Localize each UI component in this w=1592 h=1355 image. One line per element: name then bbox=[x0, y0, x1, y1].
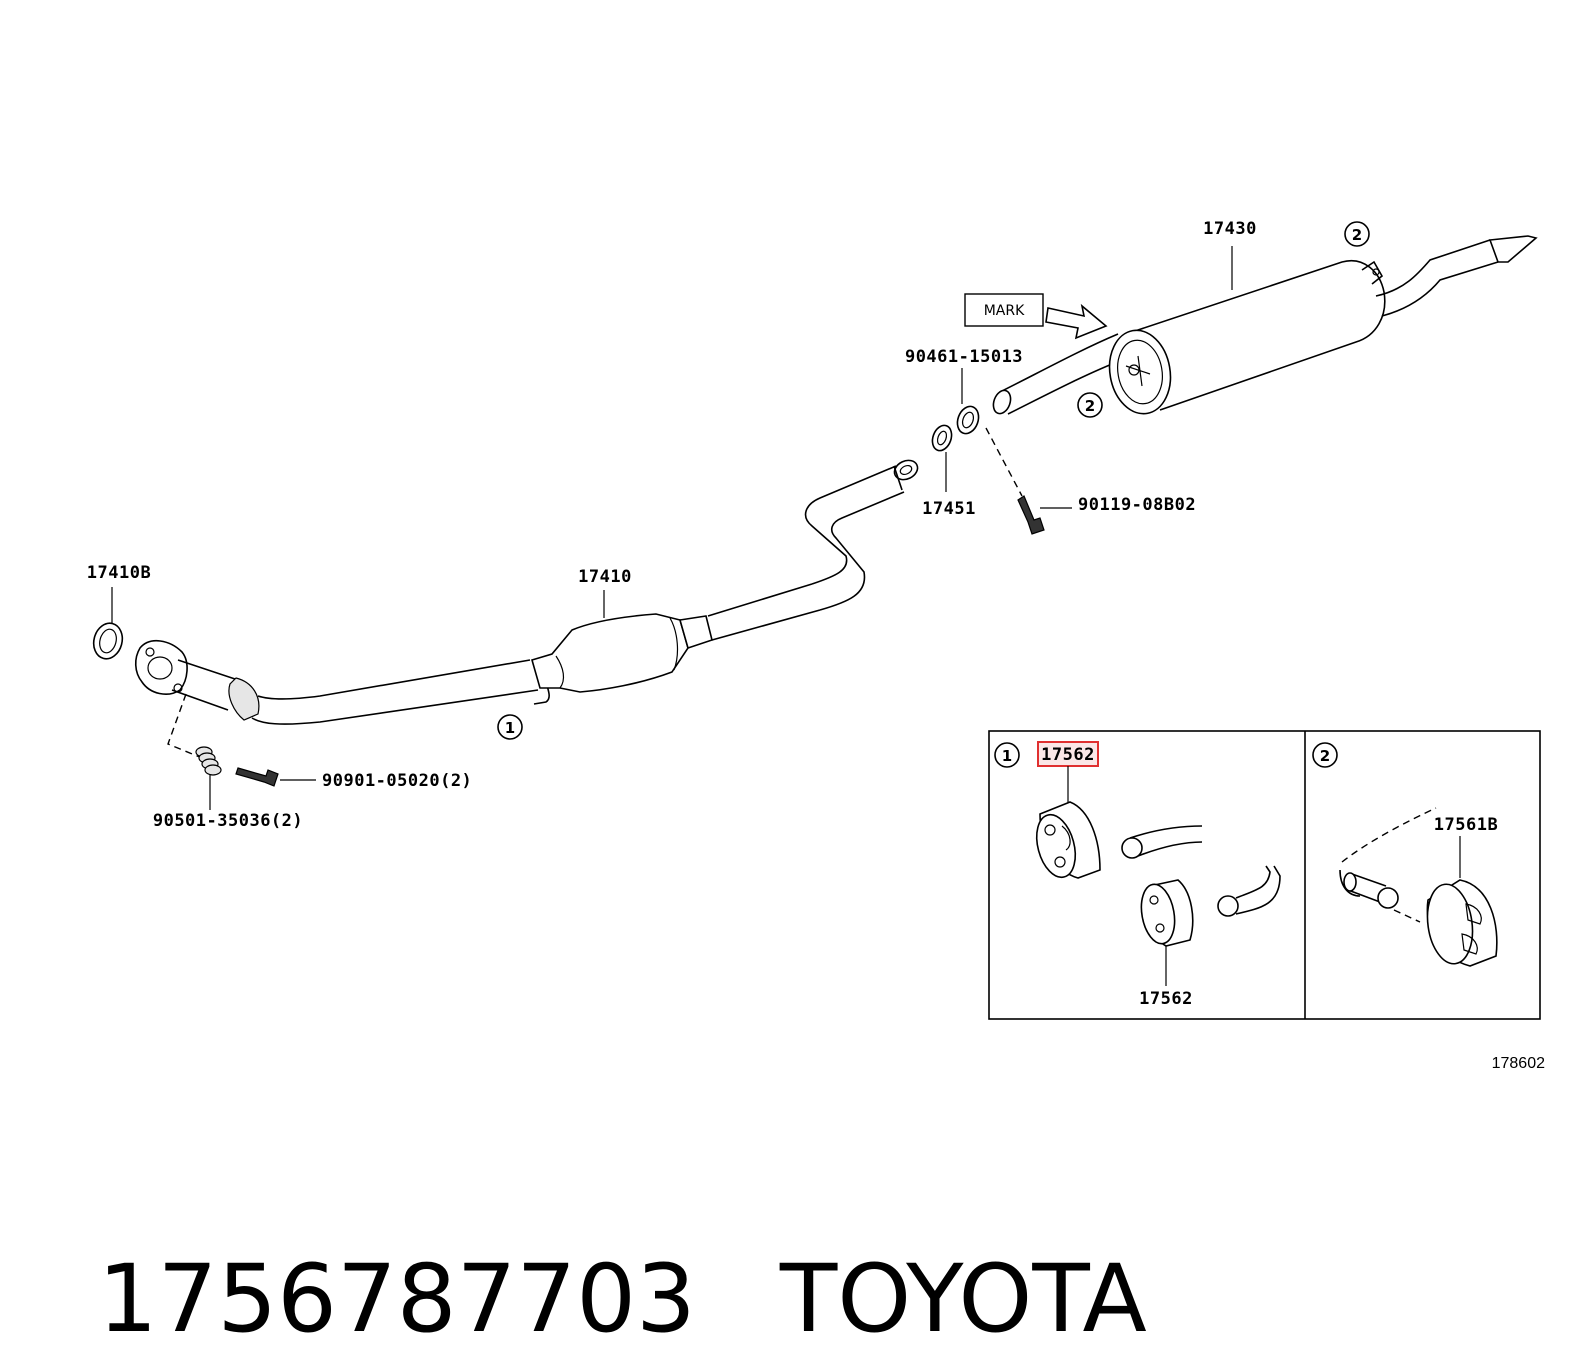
bolt-90119-08b02 bbox=[985, 427, 1072, 535]
exhaust-parts-diagram: MARK 1 2 2 17430 90461-15013 17451 90119… bbox=[87, 219, 1545, 1072]
footer-caption: 1756787703 TOYOTA bbox=[38, 1135, 1147, 1354]
svg-text:1: 1 bbox=[505, 719, 515, 737]
hanger-rubber-17561b bbox=[1426, 879, 1498, 967]
compression-spring bbox=[195, 746, 222, 776]
mark-callout: MARK bbox=[964, 293, 1108, 340]
label-90119-08b02: 90119-08B02 bbox=[1078, 495, 1196, 515]
label-17410b: 17410B bbox=[87, 563, 151, 583]
svg-text:2: 2 bbox=[1352, 226, 1362, 244]
ref-marker-2-muffler-bottom: 2 bbox=[1077, 392, 1103, 418]
front-exhaust-pipe-17410 bbox=[134, 459, 919, 725]
mark-label: MARK bbox=[984, 303, 1025, 319]
svg-text:2: 2 bbox=[1085, 397, 1095, 415]
clamp-90461-15013 bbox=[956, 368, 980, 435]
footer-brand: TOYOTA bbox=[779, 1245, 1147, 1354]
label-17430: 17430 bbox=[1203, 219, 1257, 239]
label-17561b: 17561B bbox=[1434, 815, 1498, 835]
svg-text:1: 1 bbox=[1002, 747, 1012, 765]
detail-panel-1: 1 17562 17562 bbox=[994, 741, 1281, 1009]
label-90501-35036: 90501-35036(2) bbox=[153, 811, 303, 831]
drawing-number: 178602 bbox=[1492, 1055, 1545, 1072]
tail-pipe-muffler-17430 bbox=[992, 235, 1538, 415]
flange-spring-and-bolt bbox=[167, 693, 316, 810]
label-90901-05020: 90901-05020(2) bbox=[322, 771, 472, 791]
ref-marker-1-main: 1 bbox=[497, 714, 523, 740]
label-90461-15013: 90461-15013 bbox=[905, 347, 1023, 367]
flange-bolt bbox=[235, 767, 279, 787]
label-17562-bottom: 17562 bbox=[1139, 989, 1193, 1009]
label-17410: 17410 bbox=[578, 567, 632, 587]
hanger-rubber-17562-b bbox=[1140, 879, 1194, 947]
hanger-rubber-17562-a bbox=[1035, 801, 1101, 879]
label-17451: 17451 bbox=[922, 499, 976, 519]
footer-part-number: 1756787703 bbox=[97, 1245, 696, 1354]
detail-inset: 1 17562 17562 bbox=[988, 730, 1541, 1020]
label-17562-highlighted: 17562 bbox=[1041, 745, 1095, 765]
ref-marker-2-muffler-top: 2 bbox=[1344, 221, 1370, 247]
svg-text:2: 2 bbox=[1320, 747, 1330, 765]
gasket-17410b bbox=[92, 587, 124, 660]
gasket-17451 bbox=[931, 424, 953, 492]
detail-panel-2: 2 17561B bbox=[1312, 742, 1498, 967]
